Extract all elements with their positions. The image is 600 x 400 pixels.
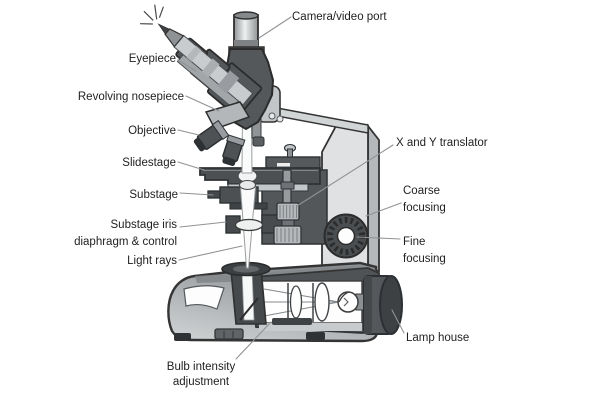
label-bulb-intensity-line1: Bulb intensity [166, 361, 236, 373]
label-substage-iris: Substage iris diaphragm & control [53, 217, 177, 250]
mount-screw-icon [268, 112, 276, 120]
focus-knobs [323, 213, 369, 259]
label-substage-iris-line2: diaphragm & control [74, 235, 177, 248]
base-foot [306, 332, 325, 340]
label-lamp-house: Lamp house [406, 332, 470, 344]
mount-screw-icon [276, 115, 284, 123]
label-light-rays: Light rays [127, 255, 177, 267]
label-coarse-focusing-line1: Coarse [403, 185, 441, 197]
label-revolving-nosepiece: Revolving nosepiece [77, 91, 184, 103]
label-coarse-focusing-line2: focusing [403, 202, 446, 214]
base-latch [214, 328, 244, 340]
label-fine-focusing-line2: focusing [403, 252, 446, 265]
eyepiece-tip [157, 23, 171, 35]
label-fine-focusing: Fine focusing [403, 234, 446, 267]
fine-focusing-knob [336, 226, 356, 246]
base-foot [174, 333, 191, 341]
objective-lens [193, 119, 230, 152]
label-camera-video-port: Camera/video port [292, 11, 387, 23]
base [167, 261, 380, 343]
stage-lens [238, 179, 257, 191]
label-eyepiece: Eyepiece [128, 53, 176, 65]
objective-lens [222, 134, 246, 167]
label-substage-iris-line1: Substage iris [110, 219, 177, 231]
mirror-tower [221, 261, 271, 325]
label-bulb-intensity-line2: adjustment [172, 376, 230, 388]
eyepiece-tubes [140, 4, 263, 118]
base-highlight [183, 285, 225, 310]
bulb-filament [343, 297, 349, 307]
condenser-lens [314, 282, 330, 322]
condenser-lens [289, 285, 303, 319]
substage-condenser [207, 186, 268, 210]
slide-stage [199, 143, 321, 192]
lamp-bulb [263, 282, 367, 322]
lamp-house [363, 275, 403, 335]
leader-lines [177, 16, 405, 360]
xy-translator [273, 169, 302, 245]
label-slidestage: Slidestage [122, 157, 176, 169]
label-coarse-focusing: Coarse focusing [403, 183, 446, 217]
bulb-intensity-slot [272, 318, 312, 325]
sparkle-icon [140, 4, 164, 25]
label-substage: Substage [129, 189, 178, 201]
iris-lens [234, 218, 264, 232]
head [140, 4, 275, 167]
label-x-and-y-translator: X and Y translator [396, 137, 488, 149]
label-fine-focusing-line1: Fine [403, 236, 426, 248]
label-objective: Objective [128, 125, 176, 137]
label-bulb-intensity: Bulb intensity adjustment [141, 360, 261, 390]
